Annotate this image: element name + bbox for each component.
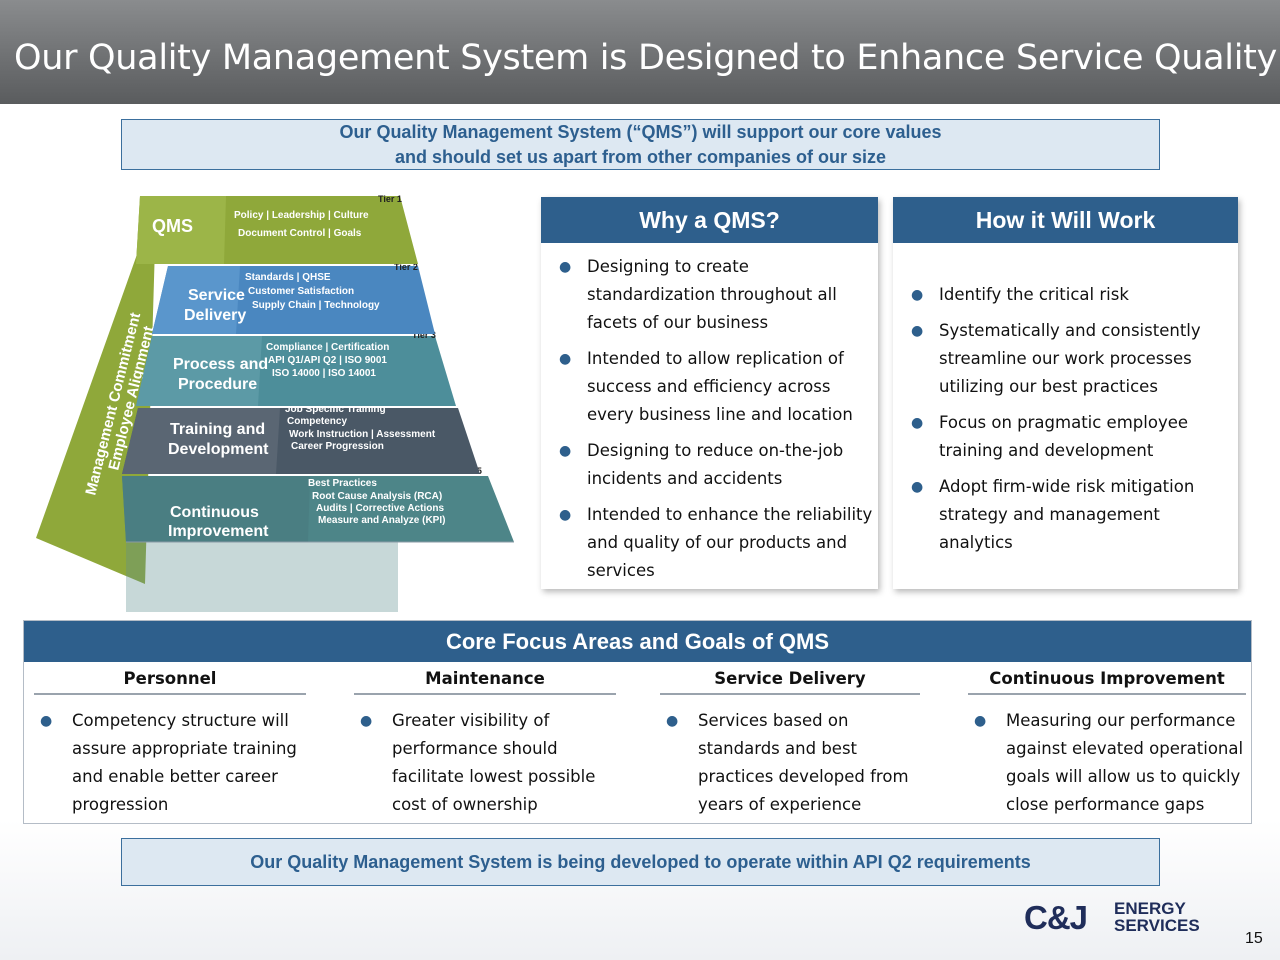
bullet-icon: ●	[666, 713, 679, 729]
list-item: ● Designing to create standardization thr…	[541, 253, 878, 337]
tier-3-name-line-2: Procedure	[178, 376, 257, 393]
why-bullet-2: Intended to allow replication of success…	[587, 349, 853, 424]
why-qms-heading: Why a QMS?	[541, 197, 878, 243]
tier-5-item-4: Measure and Analyze (KPI)	[318, 515, 445, 526]
page-number: 15	[1245, 930, 1263, 947]
tier-3-item-3: ISO 14000 | ISO 14001	[272, 368, 376, 379]
list-item: ● Measuring our performance against eleva…	[968, 707, 1246, 819]
why-bullet-3: Designing to reduce on-the-job incidents…	[587, 441, 844, 488]
list-item: ● Greater visibility of performance shoul…	[354, 707, 616, 819]
tier-1-item-1: Policy | Leadership | Culture	[234, 210, 369, 221]
core-column-heading: Personnel	[34, 665, 306, 695]
qms-pyramid-diagram: Management Commitment Employee Alignment…	[36, 194, 514, 612]
footer-callout: Our Quality Management System is being d…	[121, 838, 1160, 886]
list-item: ● Intended to allow replication of succes…	[541, 345, 878, 429]
tier-5-item-1: Best Practices	[308, 478, 377, 489]
tier-5-name-block	[122, 476, 310, 542]
why-qms-card: Why a QMS? ● Designing to create standard…	[541, 197, 878, 589]
list-item: ● Competency structure will assure approp…	[34, 707, 306, 819]
core-focus-heading: Core Focus Areas and Goals of QMS	[24, 621, 1251, 662]
tier-5-name-line-2: Improvement	[168, 523, 269, 540]
why-qms-list: ● Designing to create standardization thr…	[541, 243, 878, 585]
tier-2-name-line-1: Service	[188, 287, 245, 304]
list-item: ● Designing to reduce on-the-job incident…	[541, 437, 878, 493]
list-item: ● Identify the critical risk	[893, 281, 1238, 309]
how-bullet-3: Focus on pragmatic employee training and…	[939, 413, 1189, 460]
how-bullet-4: Adopt firm-wide risk mitigation strategy…	[939, 477, 1195, 552]
tier-2-item-1: Standards | QHSE	[245, 272, 331, 283]
logo-mark: C&J	[1024, 899, 1087, 934]
tier-4-name-line-1: Training and	[170, 421, 265, 438]
tier-3-tier-label: Tier 3	[412, 330, 436, 340]
tier-4-item-4: Career Progression	[291, 441, 384, 452]
intro-callout: Our Quality Management System (“QMS”) wi…	[121, 119, 1160, 170]
tier-4-item-3: Work Instruction | Assessment	[289, 429, 436, 440]
tier-1-item-2: Document Control | Goals	[238, 228, 362, 239]
tier-3-name-line-1: Process and	[173, 356, 268, 373]
bullet-icon: ●	[559, 443, 572, 459]
tier-4-name-line-2: Development	[168, 441, 269, 458]
bullet-icon: ●	[559, 507, 572, 523]
bullet-icon: ●	[911, 323, 924, 339]
logo-line-2: SERVICES	[1114, 916, 1200, 934]
tier-2-name-block	[152, 266, 240, 334]
tier-2-item-3: Supply Chain | Technology	[252, 300, 380, 311]
bullet-icon: ●	[559, 351, 572, 367]
bullet-icon: ●	[911, 287, 924, 303]
core-column-text: Services based on standards and best pra…	[698, 711, 909, 814]
core-column-continuous-improvement: Continuous Improvement ● Measuring our pe…	[968, 665, 1246, 819]
core-column-service-delivery: Service Delivery ● Services based on stan…	[660, 665, 920, 819]
bullet-icon: ●	[974, 713, 987, 729]
bullet-icon: ●	[40, 713, 53, 729]
list-item: ● Systematically and consistently streaml…	[893, 317, 1238, 401]
intro-line-1: Our Quality Management System (“QMS”) wi…	[339, 122, 942, 142]
core-column-heading: Maintenance	[354, 665, 616, 695]
logo-line-1: ENERGY	[1114, 899, 1186, 918]
core-focus-panel: Core Focus Areas and Goals of QMS Person…	[23, 620, 1252, 824]
intro-line-2: and should set us apart from other compa…	[394, 147, 887, 167]
tier-5-name-line-1: Continuous	[170, 504, 259, 521]
tier-3-name-block	[136, 336, 262, 406]
core-column-text: Greater visibility of performance should…	[392, 711, 596, 814]
tier-3-item-1: Compliance | Certification	[266, 342, 389, 353]
bullet-icon: ●	[911, 415, 924, 431]
why-bullet-4: Intended to enhance the reliability and …	[587, 505, 873, 580]
why-bullet-1: Designing to create standardization thro…	[587, 257, 837, 332]
list-item: ● Focus on pragmatic employee training an…	[893, 409, 1238, 465]
list-item: ● Intended to enhance the reliability and…	[541, 501, 878, 585]
how-bullet-2: Systematically and consistently streamli…	[939, 321, 1201, 396]
tier-4-name-block	[122, 408, 280, 474]
slide-title: Our Quality Management System is Designe…	[14, 38, 1277, 78]
tier-3-item-2: API Q1/API Q2 | ISO 9001	[268, 355, 387, 366]
tier-2-name-line-2: Delivery	[184, 307, 246, 324]
core-column-maintenance: Maintenance ● Greater visibility of perfo…	[354, 665, 616, 819]
tier-2-item-2: Customer Satisfaction	[248, 286, 354, 297]
tier-4-item-1: Job Specific Training	[285, 404, 386, 415]
tier-4-item-2: Competency	[287, 416, 347, 427]
tier-1-name-block	[136, 196, 226, 264]
title-bar: Our Quality Management System is Designe…	[0, 0, 1280, 104]
pyramid-reflection	[126, 542, 398, 612]
tier-5-item-2: Root Cause Analysis (RCA)	[312, 491, 442, 502]
tier-2-tier-label: Tier 2	[394, 262, 418, 272]
bullet-icon: ●	[559, 259, 572, 275]
core-column-personnel: Personnel ● Competency structure will ass…	[34, 665, 306, 819]
how-it-works-card: How it Will Work ● Identify the critical …	[893, 197, 1238, 589]
list-item: ● Services based on standards and best pr…	[660, 707, 920, 819]
list-item: ● Adopt firm-wide risk mitigation strateg…	[893, 473, 1238, 557]
core-column-text: Measuring our performance against elevat…	[1006, 711, 1244, 814]
how-it-works-list: ● Identify the critical risk ● Systematica…	[893, 243, 1238, 557]
how-it-works-heading: How it Will Work	[893, 197, 1238, 243]
tier-5-item-3: Audits | Corrective Actions	[316, 503, 444, 514]
bullet-icon: ●	[911, 479, 924, 495]
core-column-heading: Continuous Improvement	[968, 665, 1246, 695]
how-bullet-1: Identify the critical risk	[939, 285, 1129, 304]
core-column-text: Competency structure will assure appropr…	[72, 711, 297, 814]
bullet-icon: ●	[360, 713, 373, 729]
tier-1-name: QMS	[152, 216, 193, 236]
cj-energy-logo: C&J ENERGY SERVICES	[1024, 899, 1200, 934]
core-column-heading: Service Delivery	[660, 665, 920, 695]
tier-1-tier-label: Tier 1	[378, 194, 402, 204]
